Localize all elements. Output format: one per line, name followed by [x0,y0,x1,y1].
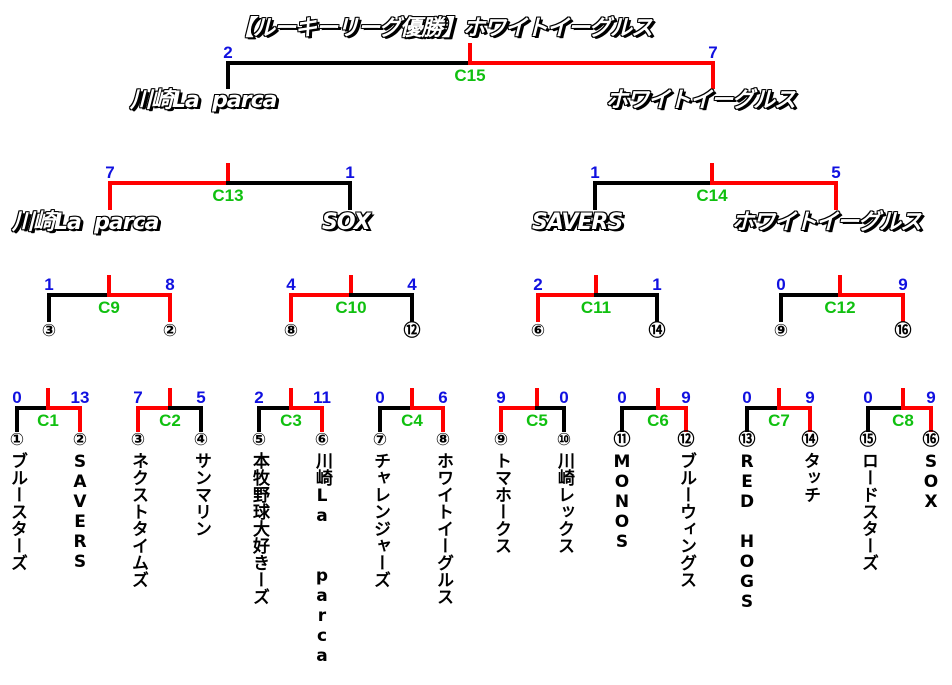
team-name-16: SOX [921,452,941,512]
team-name-5: 本牧野球大好きーズ [249,452,269,605]
quarter-c10-left-seed: ⑧ [283,321,299,341]
semi-c14-left-team: SAVERS [532,210,623,235]
first-round-match-c2-left-score: 7 [133,388,143,407]
quarter-match-c9-label: C9 [98,298,120,317]
final-match-left-score: 2 [223,43,233,62]
team-name-1: ブルースターズ [7,452,27,571]
first-round-match-c7-label: C7 [768,411,790,430]
first-round-match-c6-right-score: 9 [681,388,691,407]
quarter-c11-left-seed: ⑥ [530,321,546,341]
first-round-match-c3-label: C3 [280,411,302,430]
team-seed-16: ⑯ [922,430,940,450]
quarter-match-c11-left-score: 2 [533,275,543,294]
team-seed-9: ⑨ [493,430,509,450]
team-name-11: MONOS [612,452,632,552]
first-round-match-c8-right-score: 9 [926,388,936,407]
first-round-match-c7-left-score: 0 [742,388,752,407]
quarter-match-c11-label: C11 [580,298,612,317]
semi-match-c13-left-score: 7 [105,163,115,182]
quarter-match-c10-left-score: 4 [286,275,296,294]
quarter-c12-left-seed: ⑨ [773,321,789,341]
first-round-match-c4-right-score: 6 [438,388,448,407]
team-seed-10: ⑩ [556,430,572,450]
first-round-match-c2-label: C2 [159,411,181,430]
team-seed-2: ② [72,430,88,450]
semi-c13-left-team: 川崎La parca [12,210,160,235]
quarter-c12-right-seed: ⑯ [894,321,912,341]
team-seed-6: ⑥ [314,430,330,450]
team-seed-11: ⑪ [613,430,631,450]
final-match-right-score: 7 [708,43,718,62]
team-seed-4: ④ [193,430,209,450]
team-seed-8: ⑧ [435,430,451,450]
quarter-match-c12-right-score: 9 [898,275,908,294]
semi-match-c13-label: C13 [212,186,244,205]
first-round-match-c1-right-score: 13 [70,388,90,407]
team-name-14: タッチ [800,452,820,503]
first-round-match-c5-left-score: 9 [496,388,506,407]
quarter-match-c12-label: C12 [824,298,856,317]
first-round-match-c4-label: C4 [401,411,423,430]
team-name-9: トマホークス [491,452,511,554]
team-name-7: チャレンジャーズ [370,452,390,588]
team-seed-14: ⑭ [801,430,819,450]
team-name-6: 川崎La parca [312,452,332,666]
final-left-team: 川崎La parca [130,88,278,113]
team-seed-15: ⑮ [859,430,877,450]
team-name-2: SAVERS [70,452,90,572]
bracket-title: 【ルーキーリーグ優勝】ホワイトイーグルス [232,16,653,41]
first-round-match-c2-right-score: 5 [196,388,206,407]
final-right-team: ホワイトイーグルス [606,88,796,113]
team-name-3: ネクストタイムズ [128,452,148,588]
semi-match-c14-label: C14 [696,186,728,205]
semi-match-c13-right-score: 1 [345,163,355,182]
team-name-10: 川崎レックス [554,452,574,554]
quarter-match-c10-right-score: 4 [407,275,417,294]
semi-c14-right-team: ホワイトイーグルス [732,210,922,235]
first-round-match-c6-label: C6 [647,411,669,430]
team-name-13: RED HOGS [737,452,757,612]
first-round-match-c1-label: C1 [37,411,59,430]
team-seed-7: ⑦ [372,430,388,450]
first-round-match-c1-left-score: 0 [12,388,22,407]
quarter-c9-left-seed: ③ [41,321,57,341]
semi-match-c14-right-score: 5 [831,163,841,182]
team-seed-12: ⑫ [677,430,695,450]
first-round-match-c3-right-score: 11 [313,388,331,407]
team-name-12: ブルーウィングス [676,452,696,588]
team-seed-5: ⑤ [251,430,267,450]
semi-match-c14-left-score: 1 [590,163,600,182]
first-round-match-c5-label: C5 [526,411,548,430]
quarter-match-c9-right-score: 8 [165,275,175,294]
team-seed-1: ① [9,430,25,450]
team-name-8: ホワイトイーグルス [433,452,453,605]
first-round-match-c8-label: C8 [892,411,914,430]
team-seed-3: ③ [130,430,146,450]
first-round-match-c4-left-score: 0 [375,388,385,407]
first-round-match-c3-left-score: 2 [254,388,264,407]
first-round-match-c8-left-score: 0 [863,388,873,407]
quarter-match-c10-label: C10 [335,298,367,317]
final-match-label: C15 [454,66,486,85]
team-name-15: ロードスターズ [858,452,878,571]
first-round-match-c6-left-score: 0 [617,388,627,407]
quarter-match-c12-left-score: 0 [776,275,786,294]
first-round-match-c5-right-score: 0 [559,388,569,407]
semi-c13-right-team: SOX [322,210,371,235]
quarter-match-c9-left-score: 1 [44,275,54,294]
quarter-match-c11-right-score: 1 [652,275,662,294]
team-name-4: サンマリン [191,452,211,537]
team-seed-13: ⑬ [738,430,756,450]
quarter-c11-right-seed: ⑭ [648,321,666,341]
quarter-c10-right-seed: ⑫ [403,321,421,341]
quarter-c9-right-seed: ② [162,321,178,341]
first-round-match-c7-right-score: 9 [805,388,815,407]
